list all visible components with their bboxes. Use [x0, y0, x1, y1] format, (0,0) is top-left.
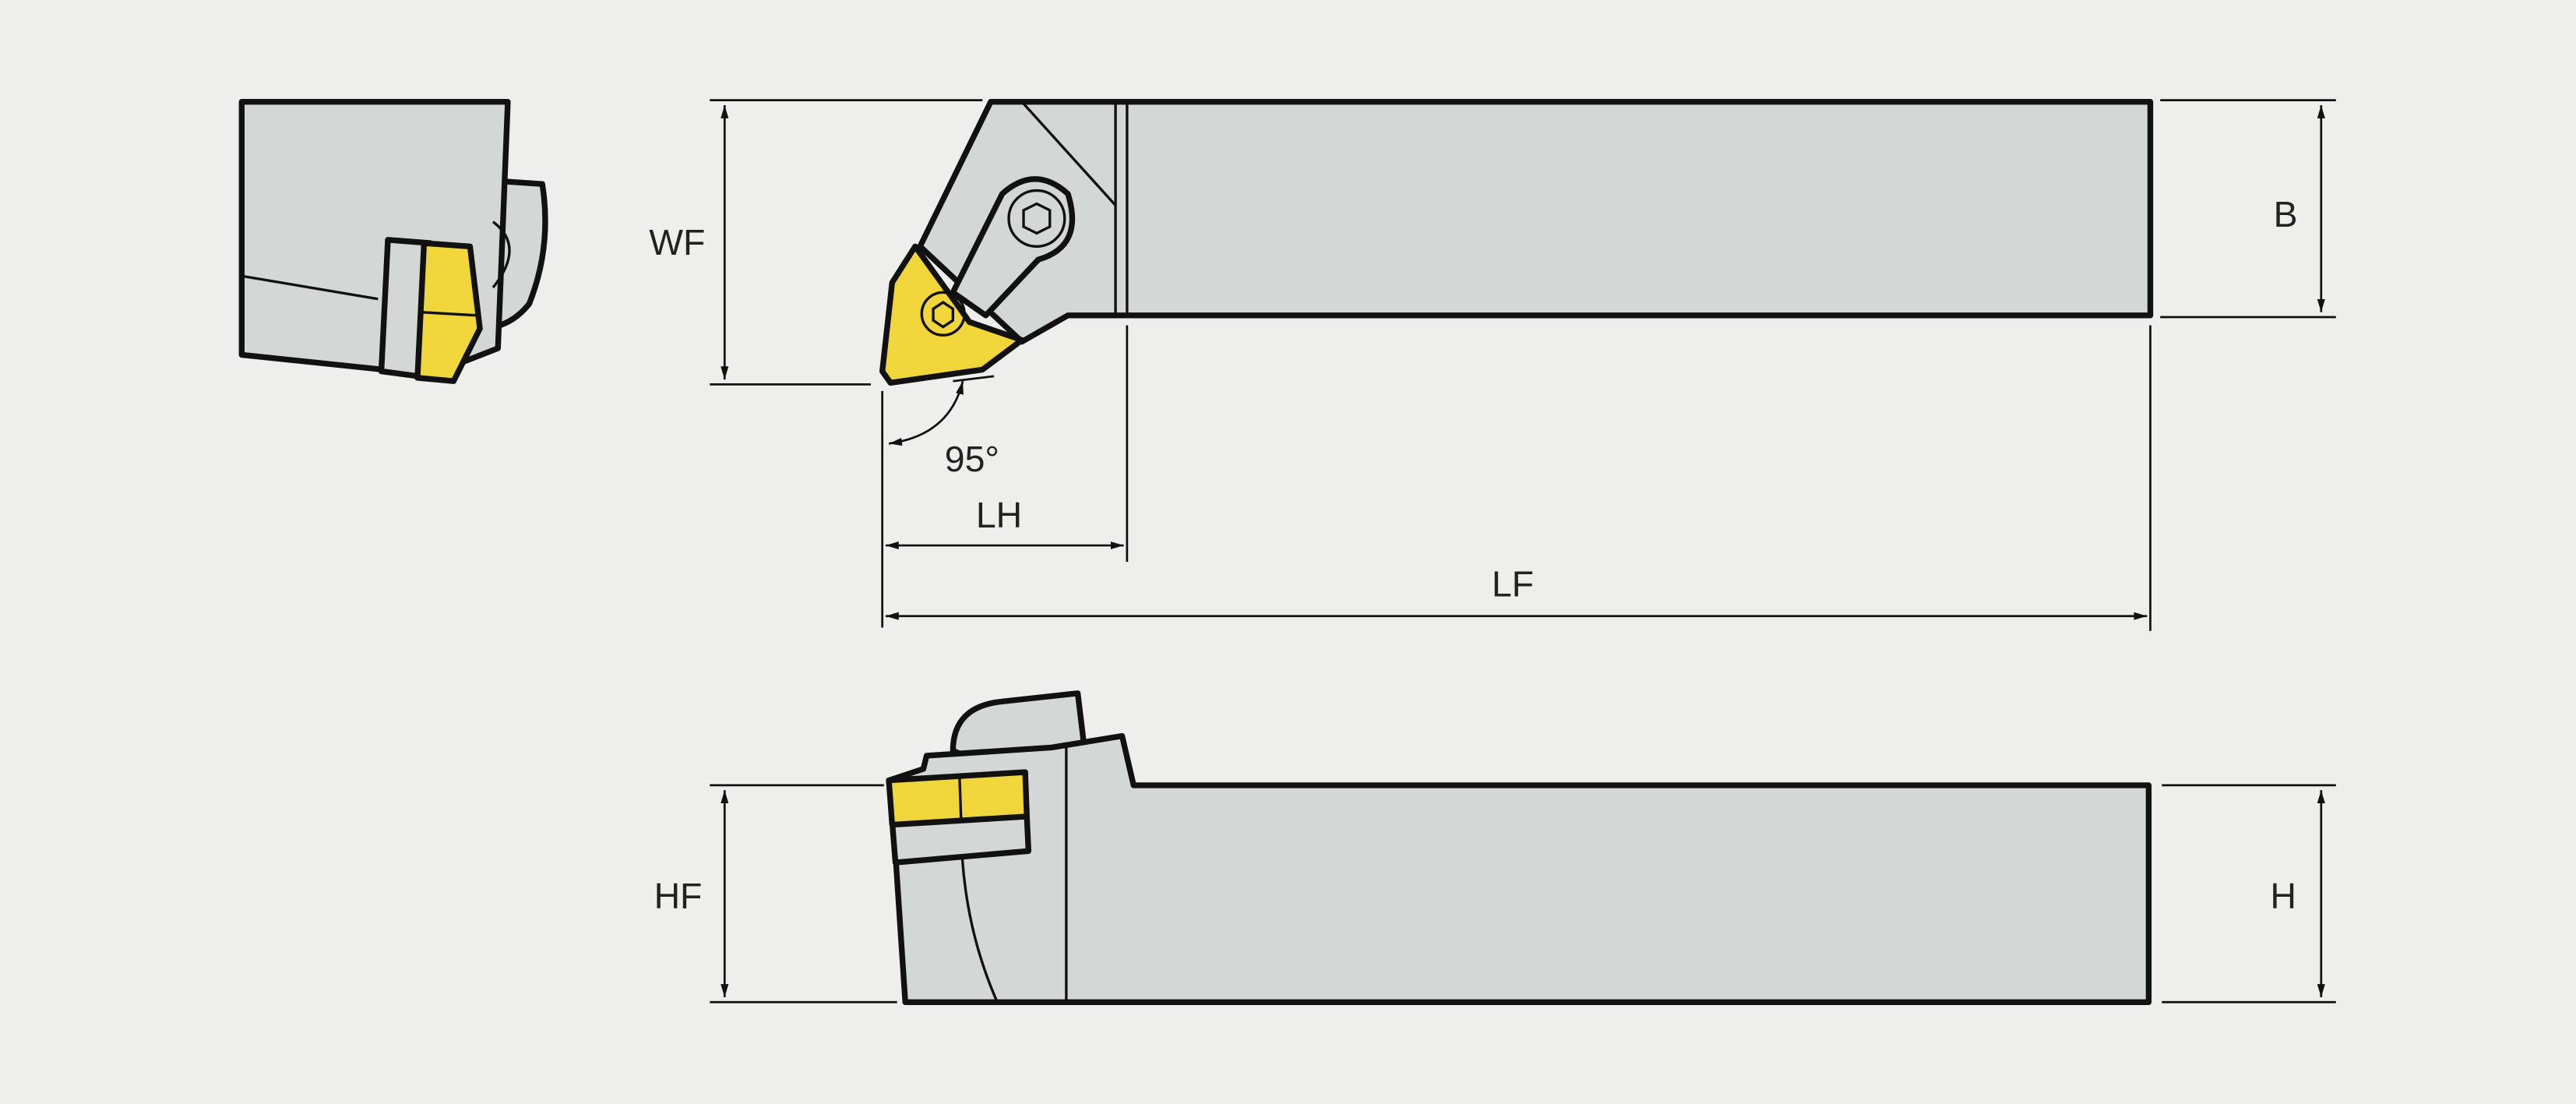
label-lh: LH: [976, 495, 1022, 535]
label-wf: WF: [649, 222, 705, 263]
label-h: H: [2270, 876, 2296, 916]
label-b: B: [2274, 194, 2298, 235]
end-view-insert: [414, 240, 483, 384]
clamp-screw: [1007, 189, 1066, 248]
label-angle: 95°: [945, 439, 999, 479]
end-view: [238, 99, 548, 384]
label-hf: HF: [654, 876, 703, 916]
hex-socket-icon: [1022, 202, 1052, 235]
dimension-labels: WF B 95° LH LF HF H: [649, 194, 2297, 916]
top-view: [879, 99, 2154, 386]
side-view-insert: [886, 769, 1030, 828]
side-view: [886, 690, 2152, 1005]
side-view-shank: [886, 732, 2152, 1005]
clamp-arm: [950, 176, 1076, 319]
dimension-lines: [710, 99, 2336, 1003]
top-view-shank: [917, 99, 2154, 345]
label-lf: LF: [1492, 563, 1534, 604]
